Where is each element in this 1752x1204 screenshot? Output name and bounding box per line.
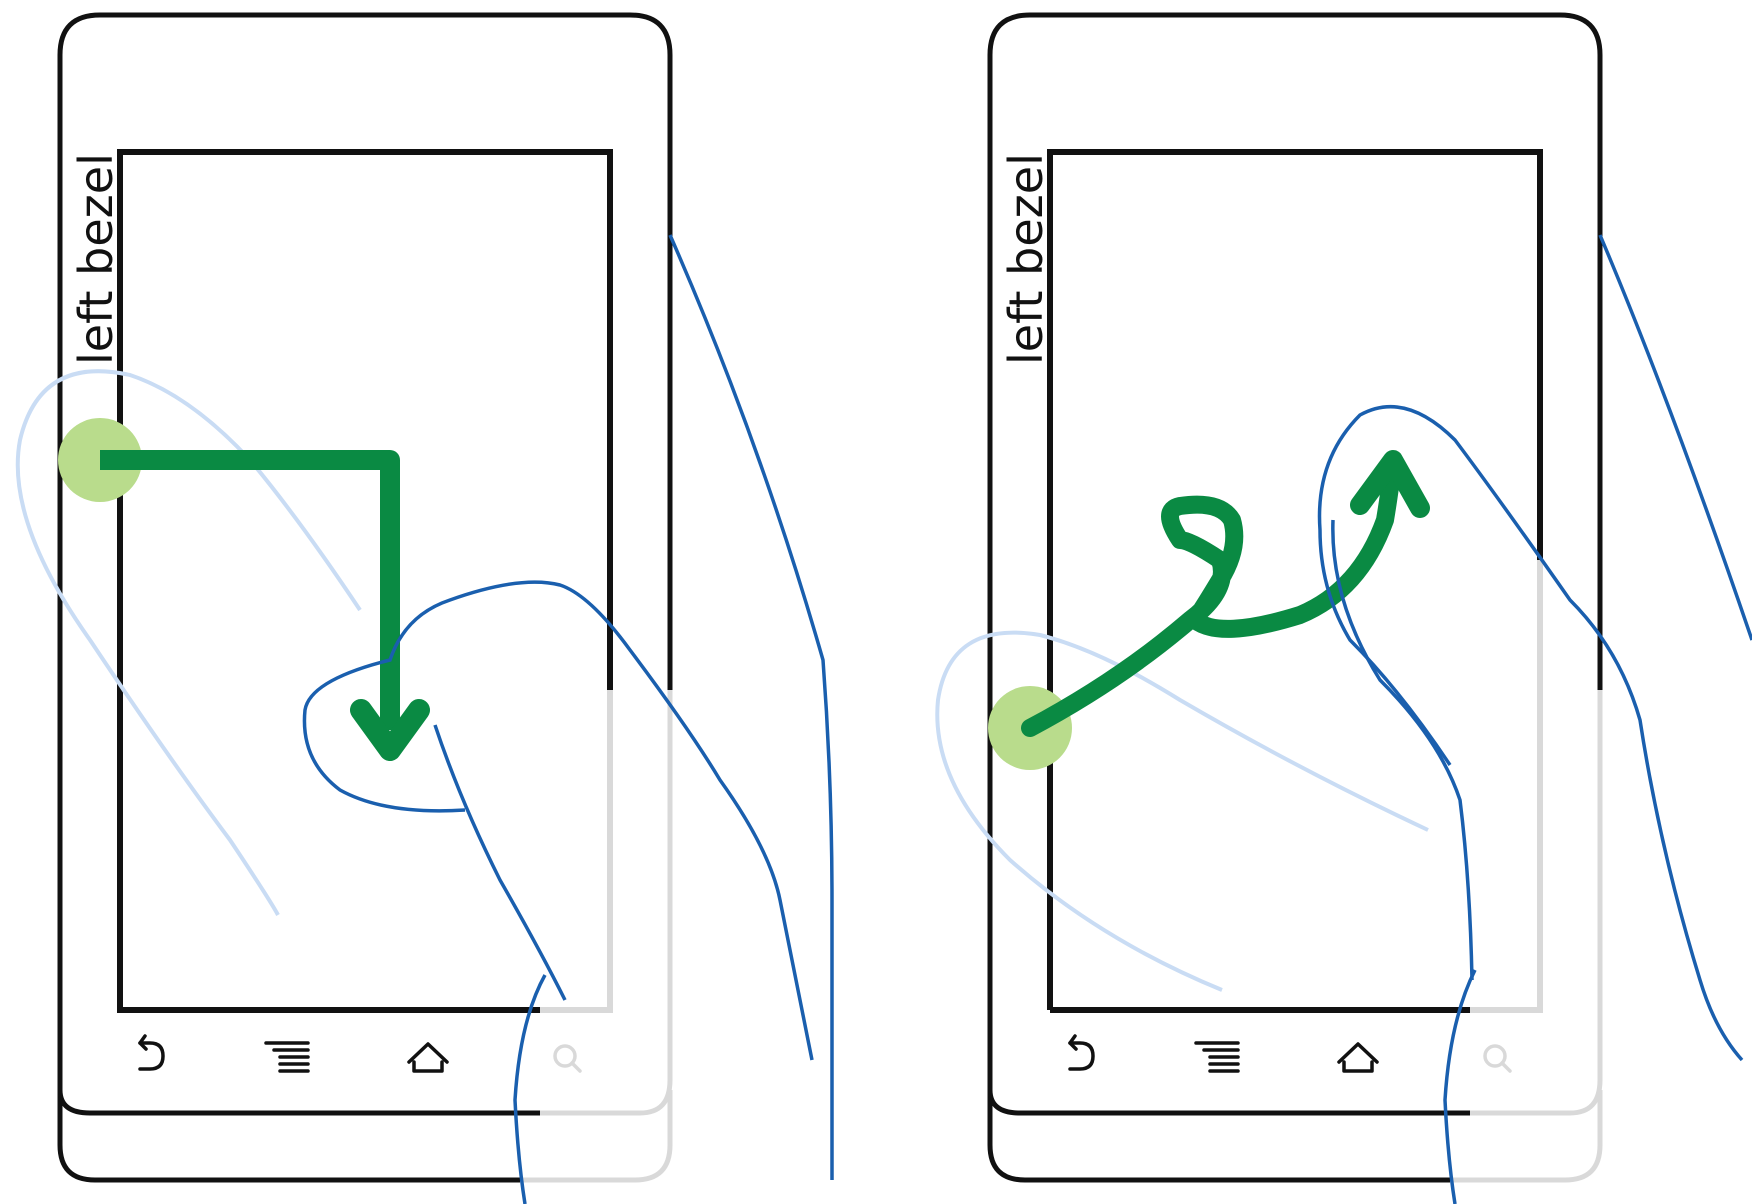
menu-icon <box>266 1043 308 1071</box>
panel-right: left bezel <box>937 15 1752 1204</box>
device-base-faded <box>520 1090 670 1180</box>
device-body <box>60 15 670 1090</box>
back-icon <box>140 1036 163 1069</box>
device-base <box>990 1090 1450 1180</box>
left-bezel-label: left bezel <box>69 153 123 365</box>
search-icon <box>555 1046 580 1071</box>
nav-bar <box>1070 1036 1510 1071</box>
screen-frame-faded <box>540 690 610 1010</box>
device-chin <box>990 1090 1470 1113</box>
faded-finger <box>937 633 1428 990</box>
device-base-faded <box>1450 1090 1600 1180</box>
gesture-path <box>100 460 390 730</box>
home-icon <box>1339 1044 1377 1071</box>
menu-icon <box>1196 1043 1238 1071</box>
palm-edge <box>1600 235 1752 640</box>
nav-bar <box>140 1036 580 1071</box>
back-icon <box>1070 1036 1093 1069</box>
home-icon <box>409 1044 447 1071</box>
panel-left: left bezel <box>18 15 832 1204</box>
pointing-hand-thumb <box>435 725 565 1000</box>
device-base <box>60 1090 520 1180</box>
screen-frame-faded <box>1470 560 1540 1010</box>
search-icon <box>1485 1046 1510 1071</box>
screen-frame <box>120 152 610 690</box>
left-bezel-label: left bezel <box>999 153 1053 365</box>
gesture-path <box>1030 470 1392 728</box>
device-body <box>990 15 1600 1090</box>
screen-frame-lower <box>120 630 540 1010</box>
pointing-hand-wrist <box>1445 970 1475 1204</box>
device-chin <box>60 1090 540 1113</box>
